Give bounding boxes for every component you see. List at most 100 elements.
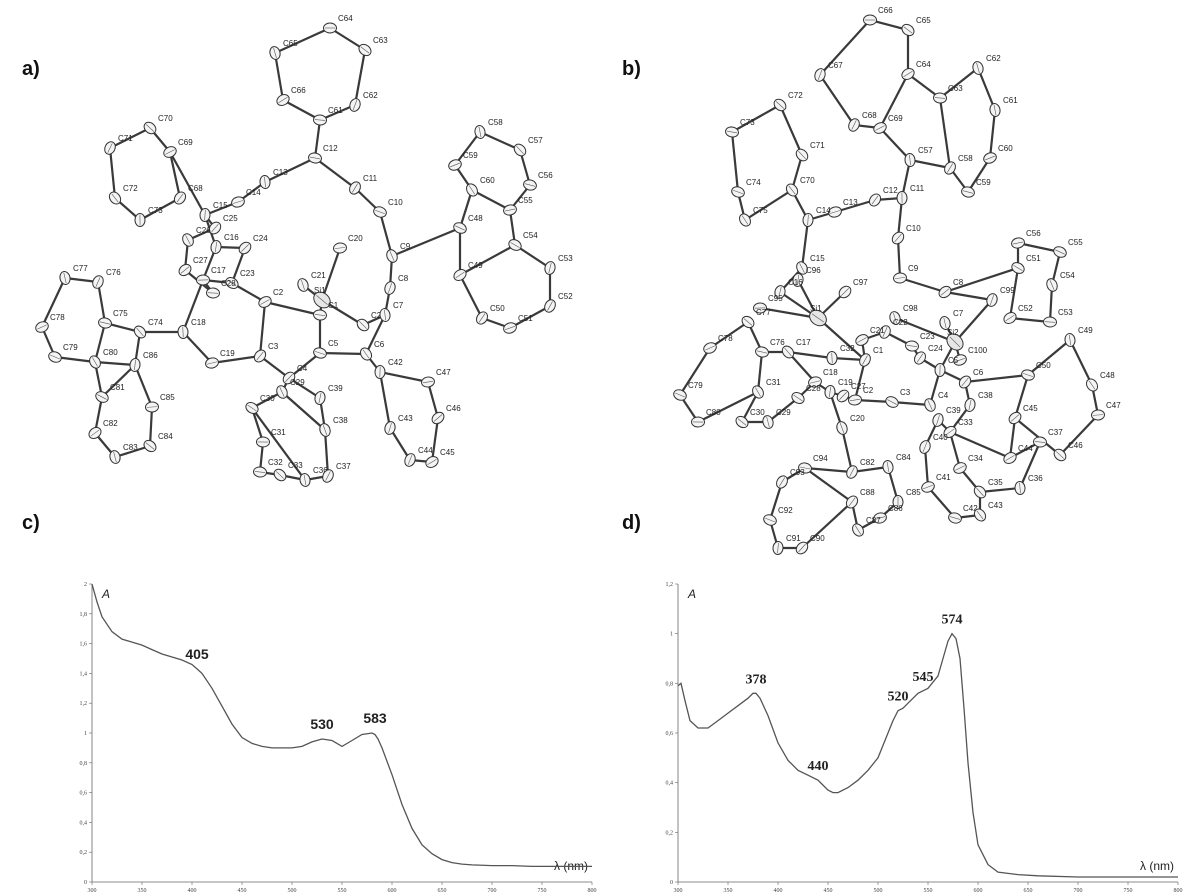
bond — [1008, 416, 1017, 460]
ellipsoid-octant — [433, 414, 443, 422]
bond — [803, 466, 854, 504]
atom-label: C37 — [336, 462, 351, 471]
ellipsoid-octant — [273, 47, 277, 59]
bond — [943, 266, 1020, 294]
bond — [850, 465, 890, 474]
atom-label: C6 — [973, 368, 984, 377]
ellipsoid-octant — [314, 351, 326, 355]
atom-label: C10 — [906, 224, 921, 233]
ellipsoid-octant — [478, 313, 486, 323]
bond — [273, 51, 285, 102]
ellipsoid-octant — [798, 543, 806, 553]
ellipsoid-octant — [1034, 441, 1046, 443]
ellipsoid-octant — [793, 394, 803, 402]
ellipsoid-octant — [936, 414, 940, 426]
bond — [320, 246, 342, 302]
ellipsoid-octant — [954, 358, 966, 362]
bond — [898, 276, 947, 294]
atom-label: C33 — [958, 418, 973, 427]
x-tick-label: 600 — [388, 888, 397, 894]
atom-label: C49 — [468, 261, 483, 270]
panel-label-c: c) — [22, 512, 40, 534]
y-axis-label: A — [101, 587, 110, 601]
bond — [948, 430, 1012, 460]
atom-label: C75 — [753, 206, 768, 215]
ellipsoid-octant — [548, 262, 552, 274]
ellipsoid-octant — [206, 361, 218, 365]
ellipsoid-octant — [947, 163, 953, 173]
atom-label: C80 — [103, 348, 118, 357]
bond — [976, 66, 997, 112]
ellipsoid-octant — [934, 97, 946, 99]
atom-label: C66 — [878, 6, 893, 15]
bond — [1008, 266, 1020, 320]
atom-label: C46 — [1068, 441, 1083, 450]
ellipsoid-octant — [314, 119, 326, 121]
y-tick-label: 1,2 — [80, 701, 88, 707]
x-tick-label: 600 — [974, 888, 983, 894]
ellipsoid-octant — [923, 484, 933, 490]
x-tick-label: 350 — [138, 888, 147, 894]
atom-label: C79 — [688, 381, 703, 390]
atom-label: C85 — [906, 488, 921, 497]
x-tick-label: 750 — [538, 888, 547, 894]
ellipsoid-octant — [777, 542, 779, 554]
atom-label: C7 — [953, 309, 964, 318]
ellipsoid-octant — [383, 309, 387, 321]
x-tick-label: 500 — [874, 888, 883, 894]
bond — [40, 276, 67, 329]
atom-label: C59 — [463, 151, 478, 160]
atom-label: C19 — [838, 378, 853, 387]
atom-label: C74 — [148, 318, 163, 327]
atom-label: C12 — [323, 144, 338, 153]
ellipsoid-octant — [976, 62, 980, 74]
atom-label: C53 — [558, 254, 573, 263]
atom-label: C31 — [271, 428, 286, 437]
y-tick-label: 0,6 — [666, 731, 674, 737]
atom-label: C2 — [273, 288, 284, 297]
bond — [953, 298, 994, 344]
atom-label: C86 — [143, 351, 158, 360]
peak-label: 574 — [942, 613, 963, 628]
bond — [766, 396, 800, 424]
atom-label: C40 — [933, 433, 948, 442]
ellipsoid-octant — [389, 251, 395, 261]
ellipsoid-octant — [254, 471, 266, 473]
atom-label: C6 — [374, 340, 385, 349]
ellipsoid-octant — [733, 189, 743, 195]
y-tick-label: 0,4 — [666, 781, 674, 787]
atom-label: C62 — [986, 54, 1001, 63]
ellipsoid-octant — [97, 394, 107, 400]
atom-label: C54 — [1060, 271, 1075, 280]
ellipsoid-octant — [875, 125, 885, 131]
ellipsoid-octant — [352, 100, 358, 110]
ellipsoid-octant — [817, 70, 823, 80]
bond — [113, 444, 152, 459]
bond — [786, 350, 834, 360]
bond — [1058, 413, 1100, 457]
ellipsoid-octant — [839, 423, 845, 433]
bond — [263, 300, 322, 317]
ellipsoid-octant — [214, 241, 218, 253]
atom-label: C4 — [297, 364, 308, 373]
ellipsoid-octant — [256, 351, 264, 361]
atom-label: C56 — [1026, 229, 1041, 238]
atom-label: C76 — [106, 268, 121, 277]
atom-label: C80 — [706, 408, 721, 417]
atom-label: C16 — [224, 233, 239, 242]
ellipsoid-octant — [182, 326, 184, 338]
atom-label: C27 — [193, 256, 208, 265]
bond — [1026, 338, 1072, 377]
y-tick-label: 0,8 — [80, 761, 88, 767]
ellipsoid-octant — [778, 477, 786, 487]
bond — [378, 370, 392, 430]
bond — [318, 351, 368, 356]
atom-label: C21 — [870, 326, 885, 335]
ellipsoid-octant — [945, 428, 955, 436]
atom-label: C74 — [746, 178, 761, 187]
ellipsoid-octant — [504, 326, 516, 330]
bond — [458, 273, 484, 320]
atom-label: Si1 — [314, 286, 326, 295]
bond — [988, 108, 997, 160]
